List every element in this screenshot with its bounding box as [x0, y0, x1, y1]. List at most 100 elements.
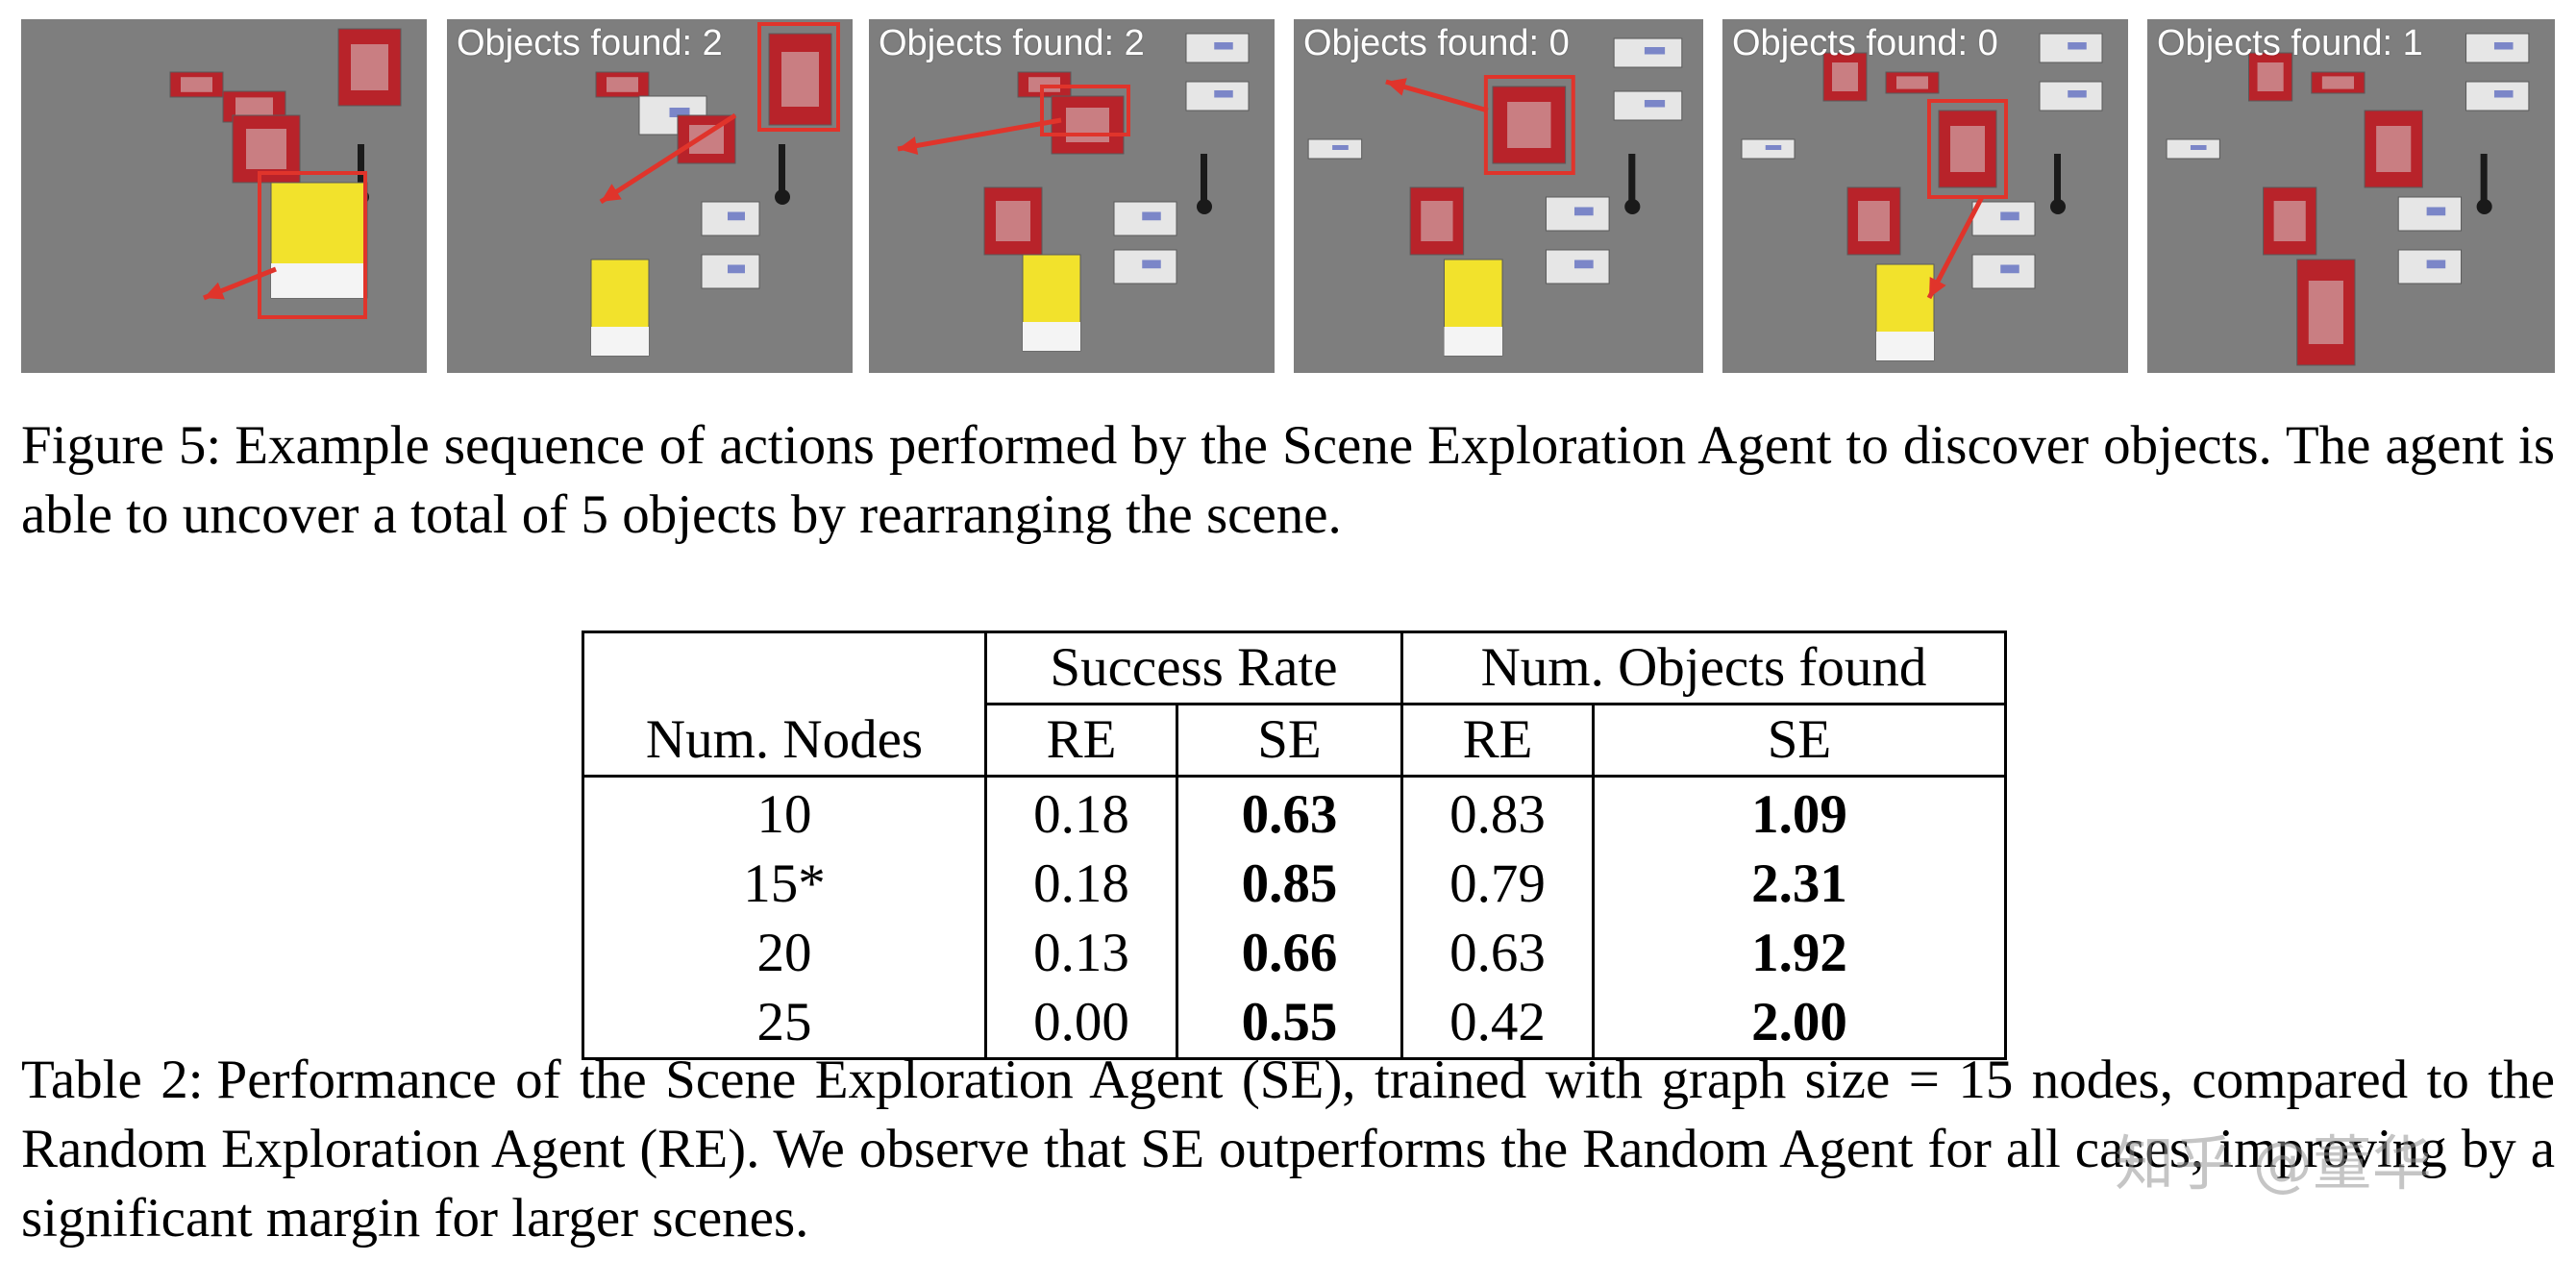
package-logo — [2068, 90, 2087, 98]
objects-found-re-cell: 0.79 — [1400, 850, 1594, 919]
package-label — [2257, 62, 2284, 91]
object-package — [701, 254, 760, 289]
watermark: 知乎 @董华 — [2115, 1128, 2432, 1199]
scene-drawing — [1307, 37, 1683, 357]
scene-drawing — [590, 22, 840, 357]
scene-drawing — [897, 33, 1250, 352]
package-label — [1876, 332, 1934, 360]
success-rate-se-cell: 0.66 — [1176, 919, 1402, 988]
package-label — [1858, 201, 1890, 241]
action-arrow-head — [898, 136, 919, 155]
package-logo — [1644, 47, 1666, 55]
stick-object-end — [2050, 199, 2066, 214]
action-arrow — [897, 117, 1062, 152]
package-logo — [728, 211, 745, 221]
figure-caption-text: Example sequence of actions performed by… — [21, 415, 2555, 545]
scene-drawing — [169, 28, 402, 319]
package-label — [181, 77, 212, 92]
package-label — [2376, 126, 2412, 172]
table-caption-label: Table 2: — [21, 1050, 204, 1110]
success-rate-se-cell: 0.55 — [1176, 988, 1402, 1059]
success-rate-re-cell: 0.18 — [984, 776, 1177, 850]
scene-panel-1 — [21, 19, 427, 373]
figure-caption-label: Figure 5: — [21, 415, 222, 476]
success-rate-se-cell: 0.85 — [1176, 850, 1402, 919]
selection-box — [1040, 85, 1130, 136]
package-logo — [2190, 145, 2207, 150]
package-logo — [1214, 90, 1233, 98]
package-label — [996, 201, 1030, 241]
action-arrow-head — [1385, 78, 1407, 96]
selection-box — [757, 22, 840, 132]
scene-panel-2: Objects found: 2 — [447, 19, 853, 373]
objects-found-se-cell: 2.00 — [1592, 988, 2006, 1059]
package-logo — [2493, 42, 2514, 50]
objects-found-label: Objects found: 0 — [1732, 23, 1998, 63]
package-label — [1066, 108, 1109, 142]
scene-panel-3: Objects found: 2 — [869, 19, 1275, 373]
num-nodes-header: Num. Nodes — [582, 631, 986, 778]
selection-box — [258, 171, 367, 319]
selection-box — [1483, 75, 1575, 175]
scene-panel-6: Objects found: 1 — [2147, 19, 2555, 373]
success-rate-re-cell: 0.18 — [984, 850, 1177, 919]
stick-object — [2054, 154, 2061, 202]
figure-caption: Figure 5:Example sequence of actions per… — [21, 411, 2555, 550]
package-label — [1950, 126, 1985, 172]
num-nodes-cell: 20 — [756, 923, 812, 983]
stick-object — [358, 144, 364, 192]
stick-object — [1201, 154, 1207, 202]
package-logo — [1644, 100, 1666, 108]
stick-object-end — [775, 189, 790, 205]
success-rate-re-cell: 0.13 — [984, 919, 1177, 988]
scene-panel-5: Objects found: 0 — [1722, 19, 2128, 373]
package-label — [235, 97, 273, 116]
stick-object-end — [1624, 199, 1641, 214]
objects-found-label: Objects found: 1 — [2157, 23, 2423, 63]
objects-found-se-header: SE — [1592, 704, 2006, 778]
stick-object — [1628, 154, 1636, 202]
package-label — [607, 77, 638, 92]
success-rate-se-header: SE — [1176, 704, 1402, 778]
objects-found-re-header: RE — [1400, 704, 1594, 778]
object-package — [1409, 186, 1465, 256]
package-logo — [669, 108, 690, 117]
action-arrow — [599, 112, 737, 205]
package-logo — [2068, 42, 2087, 50]
table-row: 20 0.13 0.66 0.63 1.92 — [583, 919, 2006, 988]
num-nodes-cell: 25 — [756, 992, 812, 1052]
figure-5-strip: Objects found: 2 Objects found: 2 Object… — [21, 19, 2555, 373]
package-logo — [1332, 145, 1349, 150]
package-label — [2321, 76, 2355, 89]
success-rate-se-cell: 0.63 — [1176, 776, 1402, 850]
objects-found-se-cell: 1.92 — [1592, 919, 2006, 988]
objects-found-label: Objects found: 0 — [1303, 23, 1570, 63]
package-logo — [728, 264, 745, 274]
scene-drawing — [1741, 33, 2103, 361]
package-logo — [1142, 260, 1161, 269]
scene-panel-4: Objects found: 0 — [1294, 19, 1703, 373]
package-logo — [2000, 264, 2019, 274]
stick-object-end — [2476, 199, 2492, 214]
objects-found-re-cell: 0.42 — [1400, 988, 1594, 1059]
package-label — [2308, 281, 2343, 344]
num-nodes-cell: 10 — [756, 784, 812, 845]
action-arrow-head — [601, 184, 622, 202]
table-row: 25 0.00 0.55 0.42 2.00 — [583, 988, 2006, 1059]
table-row: 15* 0.18 0.85 0.79 2.31 — [583, 850, 2006, 919]
package-logo — [2000, 211, 2019, 221]
num-nodes-cell: 15* — [743, 853, 826, 914]
objects-found-label: Objects found: 2 — [457, 23, 723, 63]
package-logo — [2426, 260, 2446, 269]
package-logo — [1765, 145, 1782, 150]
package-logo — [1214, 42, 1233, 50]
scene-drawing — [2166, 33, 2530, 366]
package-logo — [2493, 90, 2514, 98]
package-label — [1832, 62, 1858, 91]
package-label — [2273, 201, 2306, 241]
package-logo — [1142, 211, 1161, 221]
results-table: Num. Nodes Success Rate Num. Objects fou… — [582, 630, 2007, 1060]
table-sub-header-row: RE SE RE SE — [583, 704, 2006, 778]
package-label — [1444, 327, 1503, 356]
package-label — [1896, 76, 1928, 89]
